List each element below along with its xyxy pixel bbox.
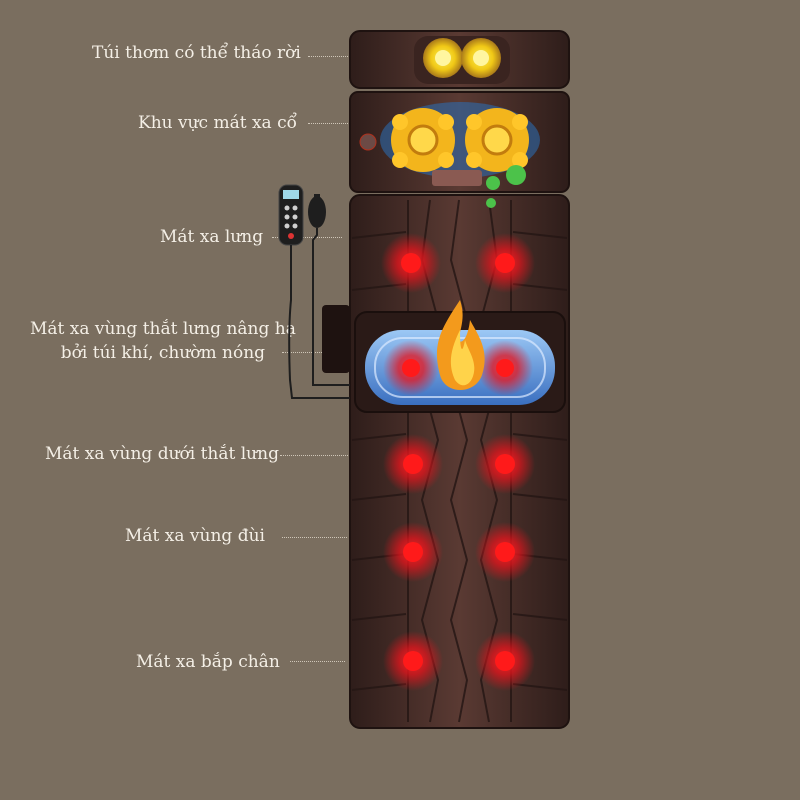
label-waist-line2: bởi túi khí, chườm nóng [60, 343, 266, 363]
neck-node-right [465, 108, 529, 172]
lower-back-heat-nodes [383, 434, 535, 494]
waist-airbag-heat [322, 300, 566, 413]
label-lower-back-massage: Mát xa vùng dưới thắt lưng [45, 444, 279, 464]
label-neck-massage: Khu vực mát xa cổ [138, 113, 298, 133]
leader-back [272, 237, 342, 238]
label-calf-massage: Mát xa bắp chân [136, 652, 280, 672]
leader-neck [308, 123, 348, 124]
neck-node-left [391, 108, 455, 172]
label-thigh-massage: Mát xa vùng đùi [125, 526, 265, 546]
mat-body [349, 194, 570, 729]
leader-lower-back [280, 455, 350, 456]
leader-calf [290, 661, 345, 662]
flame-icon [436, 300, 485, 390]
remote-control-icon [278, 184, 304, 246]
neck-massage-section [349, 91, 570, 193]
label-back-massage: Mát xa lưng [160, 227, 264, 247]
label-pillow: Túi thơm có thể tháo rời [92, 43, 301, 63]
label-waist-massage: Mát xa vùng thắt lưng nâng hạ bởi túi kh… [30, 317, 296, 365]
thigh-heat-nodes [383, 522, 535, 582]
leader-pillow [308, 56, 348, 57]
removable-pillow [349, 30, 570, 89]
label-waist-line1: Mát xa vùng thắt lưng nâng hạ [30, 319, 296, 339]
back-heat-nodes [381, 233, 535, 293]
calf-heat-nodes [383, 631, 535, 691]
leader-waist [282, 352, 352, 353]
leader-thigh [282, 537, 347, 538]
air-bulb-icon [308, 194, 326, 228]
controller-cables [288, 228, 350, 399]
